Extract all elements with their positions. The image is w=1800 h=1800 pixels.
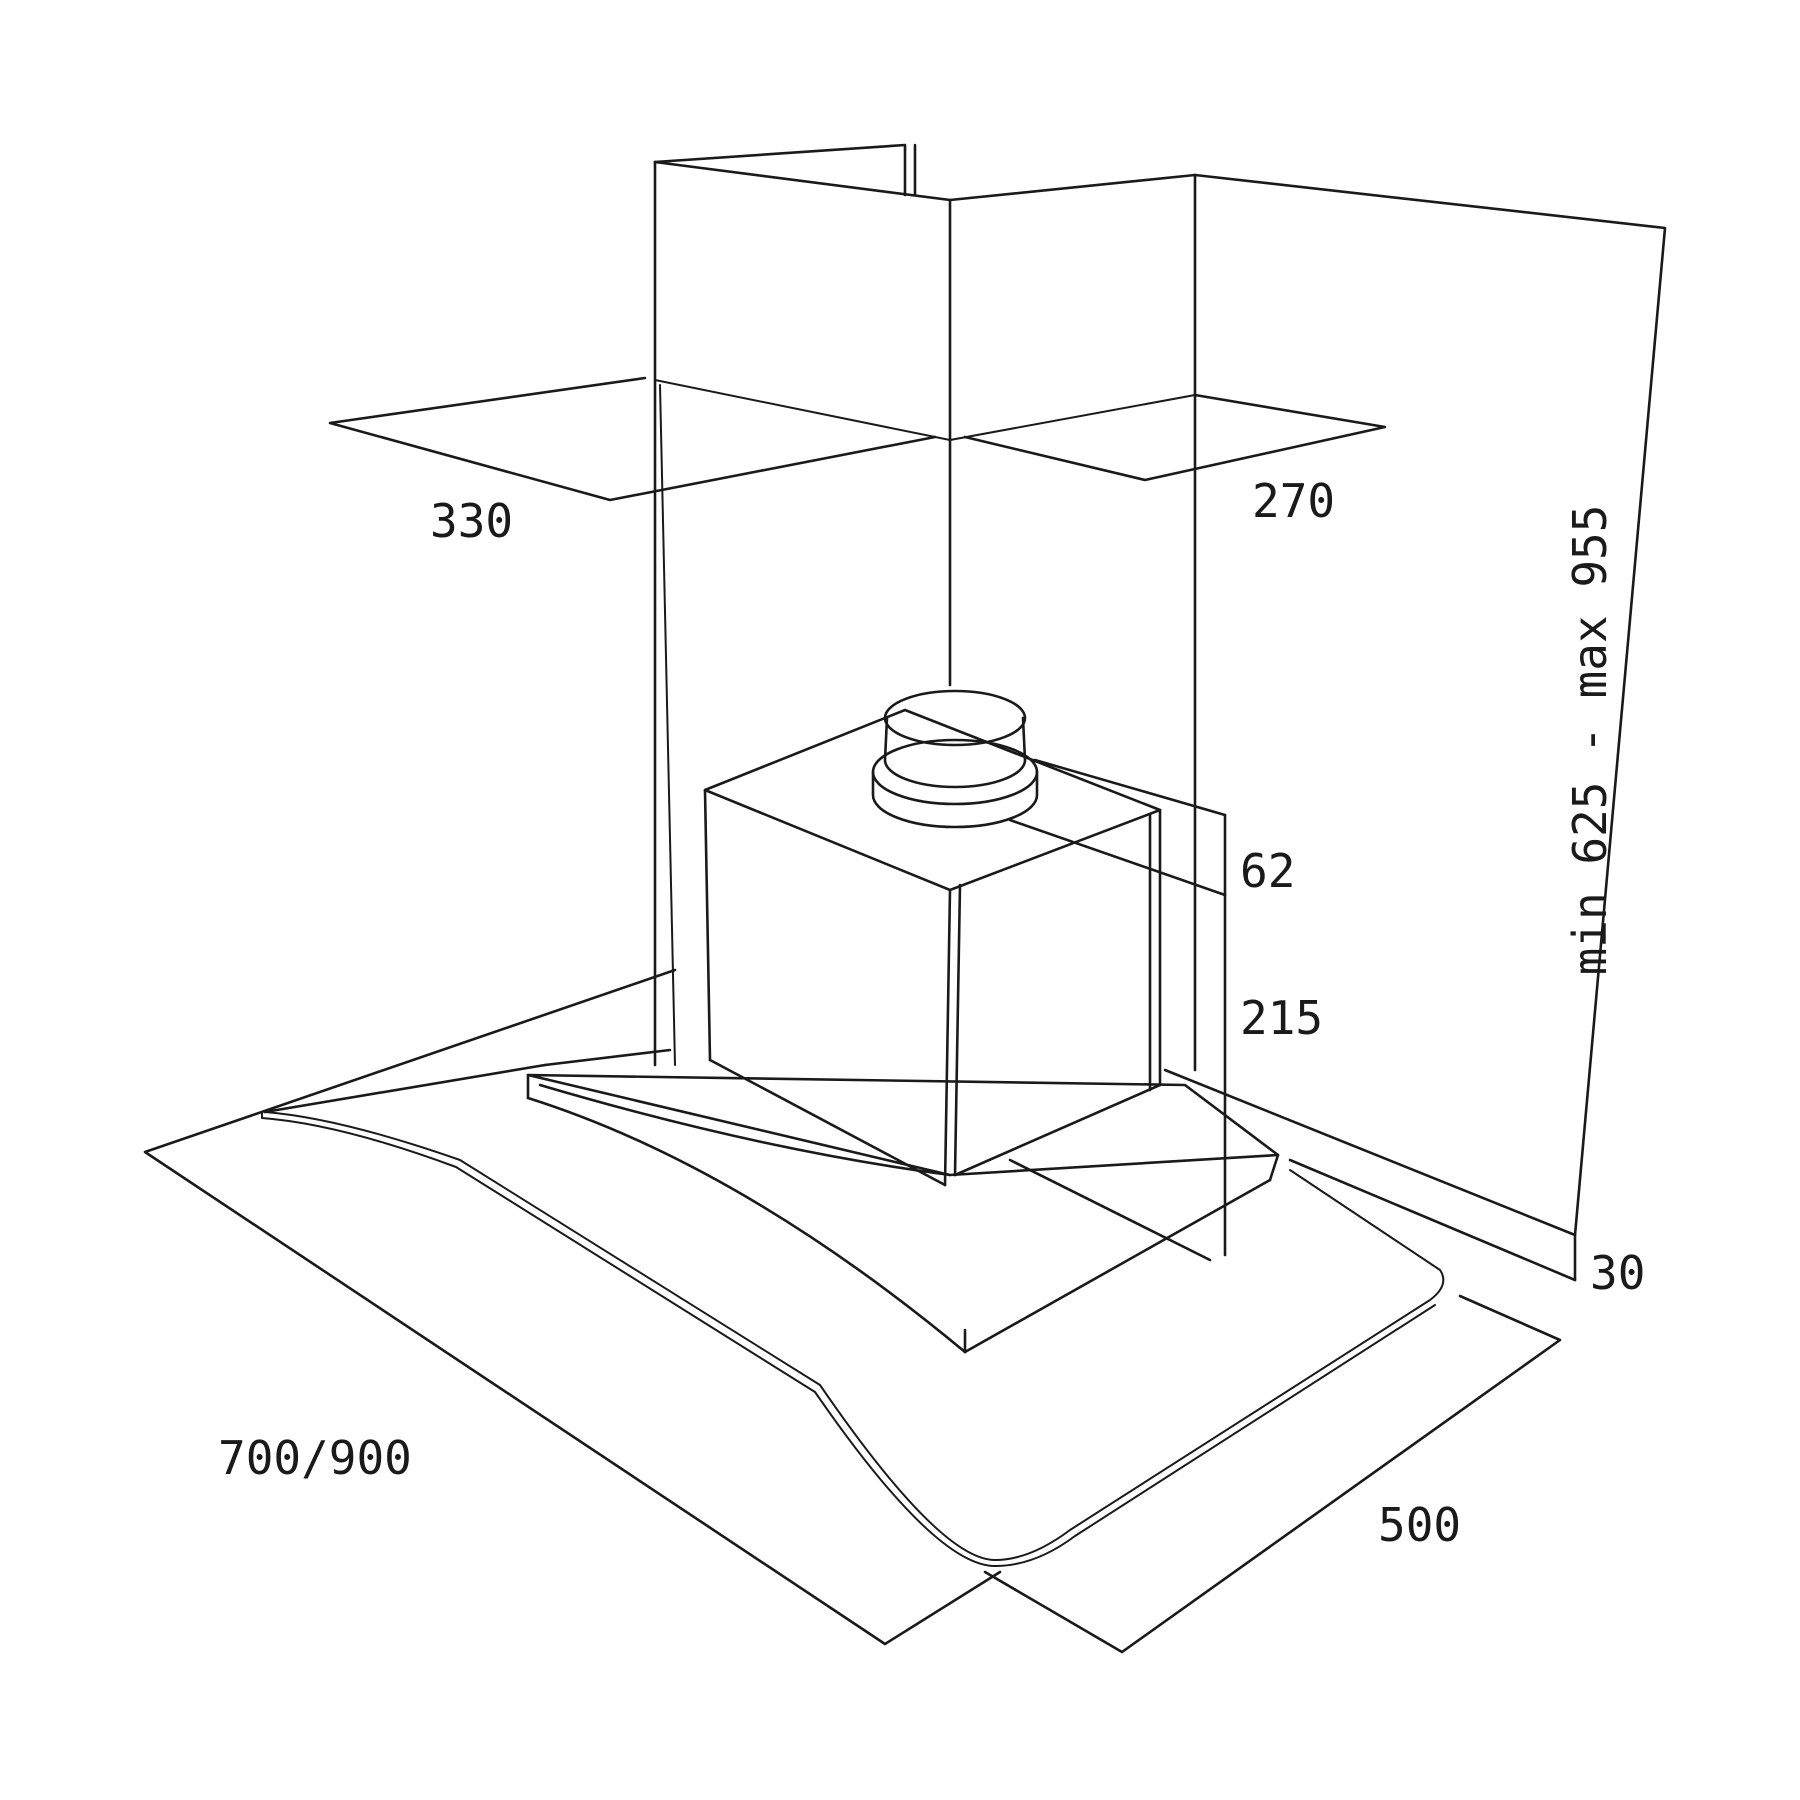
- collar-dimension-lines: [1008, 758, 1227, 1257]
- hood-width-label: 700/900: [218, 1431, 412, 1485]
- width-depth-dimension-lines: [143, 968, 1562, 1654]
- canopy-thickness-label: 30: [1590, 1246, 1646, 1300]
- glass-canopy: [261, 1111, 1445, 1567]
- chimney-depth-label: 330: [430, 494, 514, 548]
- outlet-collar: [871, 689, 1039, 829]
- motor-box: [703, 708, 1162, 1187]
- collar-height-label: 62: [1240, 844, 1296, 898]
- chimney-height-range-label: min 625 - max 955: [1563, 504, 1617, 976]
- chimney-dimension-lines: [328, 376, 1387, 502]
- chimney-width-label: 270: [1252, 474, 1336, 528]
- lower-chimney: [654, 379, 1196, 1066]
- upper-chimney: [653, 143, 1197, 1072]
- wall-panel: [1163, 173, 1667, 1282]
- motor-box-height-label: 215: [1240, 991, 1324, 1045]
- canopy-base: [526, 1048, 1280, 1354]
- hood-depth-label: 500: [1378, 1498, 1462, 1552]
